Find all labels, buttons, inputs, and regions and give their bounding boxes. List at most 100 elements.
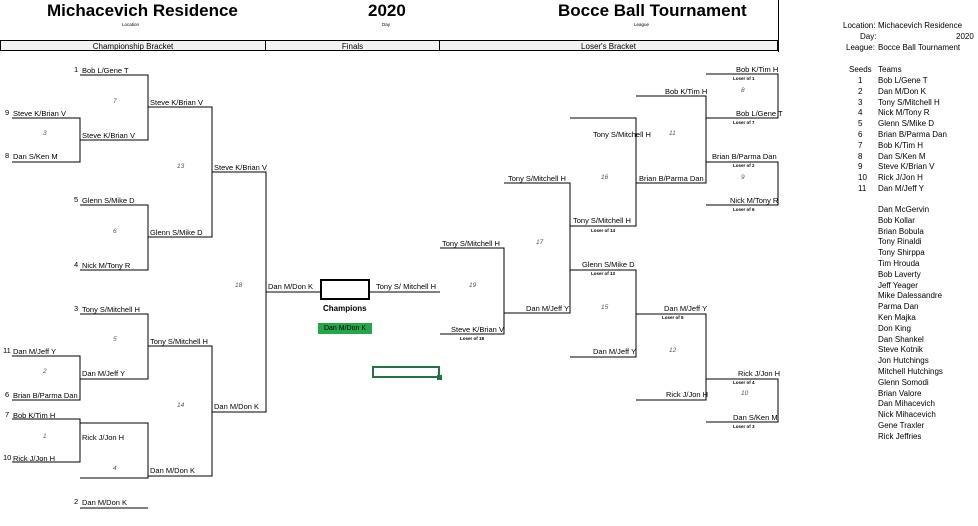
player-name: Mitchell Hutchings xyxy=(878,367,943,376)
game-number: 12 xyxy=(669,347,677,354)
team-slot: Nick M/Tony R xyxy=(82,261,131,270)
game-number: 8 xyxy=(741,87,745,94)
header-area xyxy=(0,0,779,52)
seed-team: Dan M/Jeff Y xyxy=(878,184,924,193)
player-name: Bob Kollar xyxy=(878,215,915,225)
team-slot: Nick M/Tony R xyxy=(730,196,779,205)
seed-number: 1 xyxy=(858,76,863,85)
team-slot: Brian B/Parma Dan xyxy=(712,152,777,161)
team-slot: Steve K/Brian V xyxy=(13,109,66,118)
player-name: Steve Kotnik xyxy=(878,345,923,355)
seed-label: 6 xyxy=(5,390,10,399)
seed-label: 5 xyxy=(74,195,79,204)
seed-team: Bob L/Gene T xyxy=(878,76,928,85)
selected-cell[interactable] xyxy=(372,366,442,380)
player-name: Brian Bobula xyxy=(878,226,924,236)
seed-number: 9 xyxy=(858,162,863,172)
team-slot: Rick J/Jon H xyxy=(738,369,781,378)
seed-label: 9 xyxy=(5,108,10,117)
info-day-value: 2020 xyxy=(956,32,974,41)
seed-number: 5 xyxy=(858,119,863,129)
team-slot: Dan M/Jeff Y xyxy=(526,304,570,313)
header-event: Bocce Ball Tournament xyxy=(558,1,747,20)
game-number: 4 xyxy=(113,465,117,472)
team-slot: Steve K/Brian V xyxy=(82,131,135,140)
player-name: Bob Laverty xyxy=(878,269,921,279)
info-league-label: League: xyxy=(846,43,875,52)
team-slot: Rick J/Jon H xyxy=(13,454,56,463)
team-slot: Tony S/Mitchell H xyxy=(82,305,140,314)
player-name: Dan McGervin xyxy=(878,205,930,214)
game-number: 16 xyxy=(601,174,609,181)
game-number: 9 xyxy=(741,174,745,181)
seed-label: 8 xyxy=(5,151,10,160)
seed-team: Glenn S/Mike D xyxy=(878,119,935,129)
seed-number: 6 xyxy=(858,130,863,139)
seed-team: Tony S/Mitchell H xyxy=(878,97,940,107)
player-name: Jon Hutchings xyxy=(878,356,929,366)
game-number: 11 xyxy=(669,130,676,137)
team-slot: Bob L/Gene T xyxy=(82,66,129,75)
team-slot: Tony S/Mitchell H xyxy=(593,130,651,139)
loser-ref: Loser of 13 xyxy=(591,271,616,276)
team-slot: Tony S/Mitchell H xyxy=(150,337,208,346)
player-name: Nick Mihacevich xyxy=(878,410,936,420)
team-slot: Brian B/Parma Dan xyxy=(639,174,704,183)
game-number: 2 xyxy=(43,368,47,375)
team-slot: Bob K/Tim H xyxy=(13,411,56,420)
team-slot: Dan S/Ken M xyxy=(13,152,58,161)
info-day-label: Day: xyxy=(860,32,877,41)
header-location: Michacevich Residence xyxy=(47,1,238,20)
team-slot: Dan S/Ken M xyxy=(733,413,778,422)
seed-team: Nick M/Tony R xyxy=(878,108,930,118)
game-number: 17 xyxy=(536,239,544,246)
loser-ref: Loser of 6 xyxy=(733,207,755,212)
team-slot: Steve K/Brian V xyxy=(150,98,203,107)
player-name: Jeff Yeager xyxy=(878,280,918,290)
team-slot: Glenn S/Mike D xyxy=(582,260,635,269)
seed-team: Bob K/Tim H xyxy=(878,140,924,150)
player-name: Dan Shankel xyxy=(878,334,924,344)
player-name: Gene Traxler xyxy=(878,421,925,430)
seed-number: 8 xyxy=(858,151,863,161)
seed-team: Dan M/Don K xyxy=(878,86,927,96)
team-slot: Tony S/Mitchell H xyxy=(508,174,566,183)
info-location-label: Location: xyxy=(843,21,876,30)
game-number: 1 xyxy=(43,433,47,440)
champion-winner[interactable]: Dan M/Don K xyxy=(318,323,372,334)
header-year: 2020 xyxy=(368,1,406,20)
team-slot: Brian B/Parma Dan xyxy=(13,391,78,400)
champion-box[interactable] xyxy=(320,279,370,300)
game-number: 5 xyxy=(113,336,117,343)
team-slot: Dan M/Jeff Y xyxy=(664,304,708,313)
seed-number: 2 xyxy=(858,86,863,96)
team-slot: Dan M/Don K xyxy=(82,498,128,507)
game-number: 18 xyxy=(235,282,243,289)
loser-ref: Loser of 18 xyxy=(460,336,485,341)
player-name: Ken Majka xyxy=(878,313,916,322)
team-slot: Glenn S/Mike D xyxy=(82,196,135,205)
seed-team: Brian B/Parma Dan xyxy=(878,130,947,139)
seed-team: Rick J/Jon H xyxy=(878,173,923,183)
seed-number: 11 xyxy=(858,184,867,193)
champions-label: Champions xyxy=(323,304,367,313)
teams-header: Teams xyxy=(878,65,902,74)
game-number: 19 xyxy=(469,282,477,289)
player-name: Mike Dalessandre xyxy=(878,291,943,301)
player-name: Tony Rinaldi xyxy=(878,237,922,247)
seed-number: 10 xyxy=(858,173,867,183)
info-location-value: Michacevich Residence xyxy=(878,21,963,30)
game-number: 7 xyxy=(113,98,117,105)
team-slot: Dan M/Jeff Y xyxy=(593,347,637,356)
seed-label: 1 xyxy=(74,65,79,74)
seeds-header: Seeds xyxy=(849,65,872,74)
team-slot: Bob K/Tim H xyxy=(736,65,779,74)
seed-label: 2 xyxy=(74,497,79,506)
header-location-caption: Location xyxy=(122,22,140,27)
team-slot: Bob L/Gene T xyxy=(736,109,783,118)
seed-label: 10 xyxy=(3,453,12,462)
team-slot: Dan M/Don K xyxy=(150,466,196,475)
loser-ref: Loser of 4 xyxy=(733,380,755,385)
seed-label: 4 xyxy=(74,260,79,269)
